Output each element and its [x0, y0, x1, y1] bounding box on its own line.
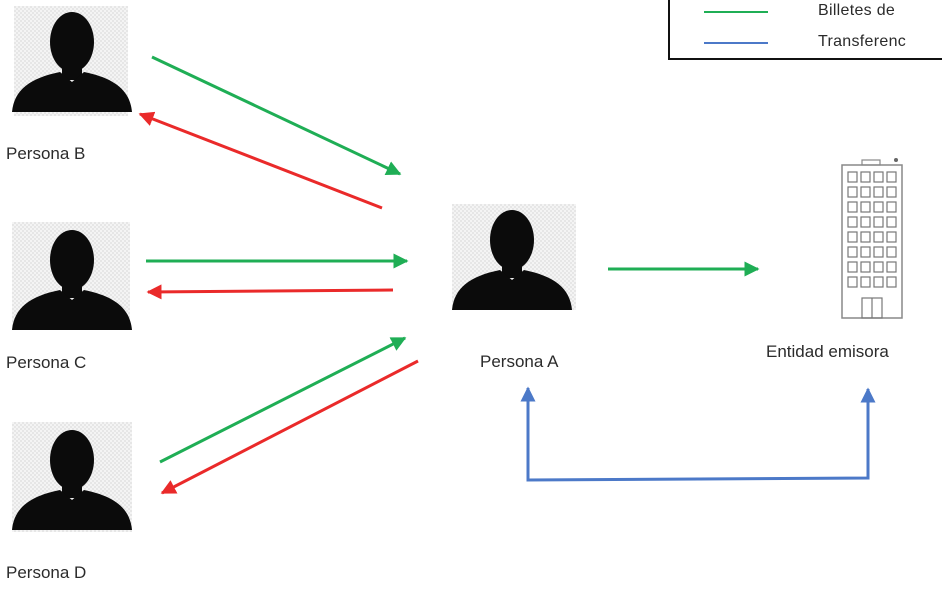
legend-label-billetes: Billetes de	[818, 2, 896, 19]
person-b-icon	[12, 6, 132, 116]
edge-b-to-a	[151, 55, 402, 176]
edge-entidad-to-a	[520, 386, 870, 482]
person-c-icon	[12, 222, 132, 330]
edge-d-to-a	[159, 336, 407, 464]
legend: Billetes de Transferenc	[668, 0, 942, 60]
persona-d-label: Persona D	[6, 563, 87, 582]
legend-label-transferencia: Transferenc	[818, 33, 907, 50]
legend-swatch-blue	[704, 42, 768, 44]
persona-c-label: Persona C	[6, 353, 87, 372]
legend-swatch-green	[704, 11, 768, 13]
persona-a-label: Persona A	[480, 352, 559, 371]
edge-a-to-d	[160, 359, 419, 495]
person-d-icon	[12, 422, 132, 532]
legend-item-billetes: Billetes de	[670, 2, 942, 22]
office-building-icon	[841, 158, 903, 319]
legend-item-transferencia: Transferenc	[670, 33, 942, 53]
entidad-label: Entidad emisora	[766, 342, 889, 361]
person-a-icon	[452, 204, 576, 310]
persona-b-label: Persona B	[6, 144, 86, 163]
edge-a-to-c	[146, 284, 394, 300]
edge-a-to-b	[138, 111, 383, 210]
